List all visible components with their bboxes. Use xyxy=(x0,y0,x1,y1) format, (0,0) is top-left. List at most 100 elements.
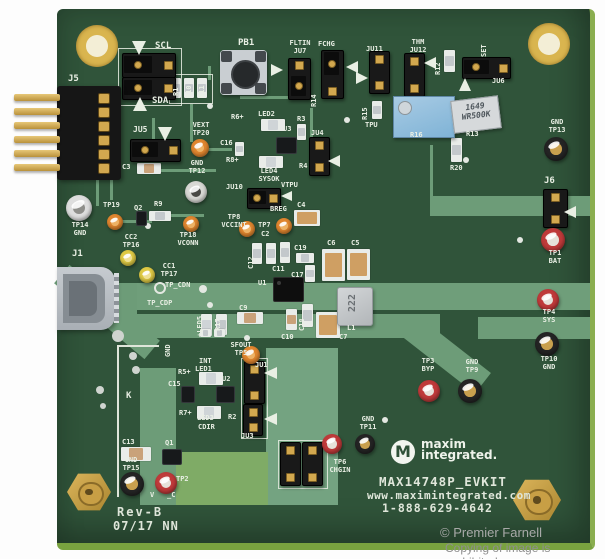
smd-c18 xyxy=(302,304,313,327)
silk-label-tp6-chgin: TP6 CHGIN xyxy=(329,458,351,475)
silk-label-q2: Q2 xyxy=(134,204,143,212)
via xyxy=(207,302,213,308)
smd-led2 xyxy=(261,119,285,131)
jumper-pin xyxy=(269,194,278,203)
jumper-shunt xyxy=(464,60,489,74)
test-point-hole xyxy=(160,477,172,489)
test-point-hole xyxy=(124,254,132,262)
jumper-ju11 xyxy=(369,51,390,94)
test-point-hole xyxy=(246,350,256,360)
watermark-line1: © Premier Farnell xyxy=(440,525,543,540)
smd-body xyxy=(203,407,215,418)
jumper-pin xyxy=(169,146,178,155)
test-point-tp14 xyxy=(66,195,92,221)
silk-label-c6: C6 xyxy=(327,239,336,247)
silk-label-cc1-tp17: CC1 TP17 xyxy=(160,262,178,279)
jumper-pin xyxy=(250,391,259,400)
silk-label-r1: R1 xyxy=(172,87,180,96)
test-point-hole xyxy=(126,478,138,490)
silk-label-c5: C5 xyxy=(351,239,360,247)
jumper-ju10 xyxy=(247,188,281,209)
smd-led1 xyxy=(199,372,223,385)
smd-c4 xyxy=(294,210,320,226)
silk-label-u2: U2 xyxy=(222,375,231,383)
via xyxy=(207,103,213,109)
smd-body xyxy=(301,254,309,262)
silkscreen-arrow xyxy=(264,413,277,425)
test-point-tp20 xyxy=(191,139,209,157)
mounting-hole-top-left xyxy=(76,25,118,67)
smd-body xyxy=(217,329,222,337)
smd-body xyxy=(244,313,256,323)
component-r13-marking: 1649 WR500K xyxy=(461,100,492,122)
connector-j5 xyxy=(57,86,121,180)
watermark-line2: Copying of image is prohibited xyxy=(445,541,551,559)
board-phone: 1-888-629-4642 xyxy=(382,501,493,515)
silk-label-tp-cdn: TP_CDN xyxy=(165,281,191,289)
jumper-shunt xyxy=(132,142,158,157)
connector-j5-socket xyxy=(98,107,110,118)
smd-c3 xyxy=(137,163,161,174)
smd-led4 xyxy=(259,156,283,168)
silk-label-c17: C17 xyxy=(291,271,304,279)
via xyxy=(129,352,137,360)
jumper-shunt xyxy=(124,56,152,73)
silk-label-q1: Q1 xyxy=(165,439,174,447)
maxim-logo-icon: M xyxy=(391,440,415,464)
silk-label-ju5: JU5 xyxy=(133,125,148,134)
connector-j5-socket xyxy=(98,163,110,174)
jumper-pin xyxy=(410,57,419,66)
silk-label-k: K xyxy=(126,391,132,401)
copper-plane xyxy=(176,452,268,505)
smd-body xyxy=(267,120,279,130)
jumper-pin xyxy=(315,163,324,172)
jumper-pin xyxy=(410,84,419,93)
smd-c5 xyxy=(347,249,370,280)
smd-r3 xyxy=(297,124,306,140)
test-point-tp4 xyxy=(537,289,559,311)
jumper-pin xyxy=(286,446,295,455)
smd-body xyxy=(303,310,312,321)
smd-body xyxy=(287,314,296,325)
smd-body xyxy=(202,320,211,330)
silk-label-l1: L1 xyxy=(347,324,356,332)
test-point-hole xyxy=(547,234,559,246)
test-point-tp3 xyxy=(418,380,440,402)
smd-r1 xyxy=(171,78,181,98)
via xyxy=(244,335,250,341)
copper-plane xyxy=(430,145,433,197)
smd-r17 xyxy=(216,314,227,335)
silk-label-c12: C12 xyxy=(247,256,255,269)
shunt-contact xyxy=(133,83,142,92)
silk-label-r20: R20 xyxy=(450,164,463,172)
test-point-tp1 xyxy=(541,228,565,252)
pb1-pin xyxy=(221,83,232,94)
test-point-hole xyxy=(280,222,288,230)
smd-body xyxy=(349,252,368,277)
via xyxy=(132,366,140,374)
silk-label-led2: LED2 xyxy=(258,110,275,118)
connector-j5-socket xyxy=(98,121,110,132)
smd-body xyxy=(281,247,289,258)
copper-plane xyxy=(152,118,155,142)
test-point-tp16 xyxy=(120,250,136,266)
silkscreen-arrow xyxy=(132,41,146,55)
silk-label-u3: U3 xyxy=(283,125,292,133)
silk-label-tp1-bat: TP1 BAT xyxy=(548,249,562,266)
silk-label-led3: LED3 xyxy=(197,414,214,422)
silkscreen-arrow xyxy=(328,155,340,167)
smd-body xyxy=(205,373,217,384)
copper-plane xyxy=(117,345,159,347)
smd-led5 xyxy=(201,314,212,336)
silk-label-r3: R3 xyxy=(297,115,306,123)
shunt-contact xyxy=(472,63,481,71)
board-url: www.maximintegrated.com xyxy=(367,489,531,502)
smd-r10 xyxy=(184,78,194,98)
test-point-tp9 xyxy=(458,379,482,403)
jumper-pin xyxy=(308,446,317,455)
test-point-tp8 xyxy=(239,221,255,237)
silk-label-ju10: JU10 xyxy=(226,183,243,191)
connector-j1-cavity xyxy=(69,281,97,316)
silk-label-scl: SCL xyxy=(155,41,172,51)
jumper-ju3 xyxy=(243,404,263,436)
